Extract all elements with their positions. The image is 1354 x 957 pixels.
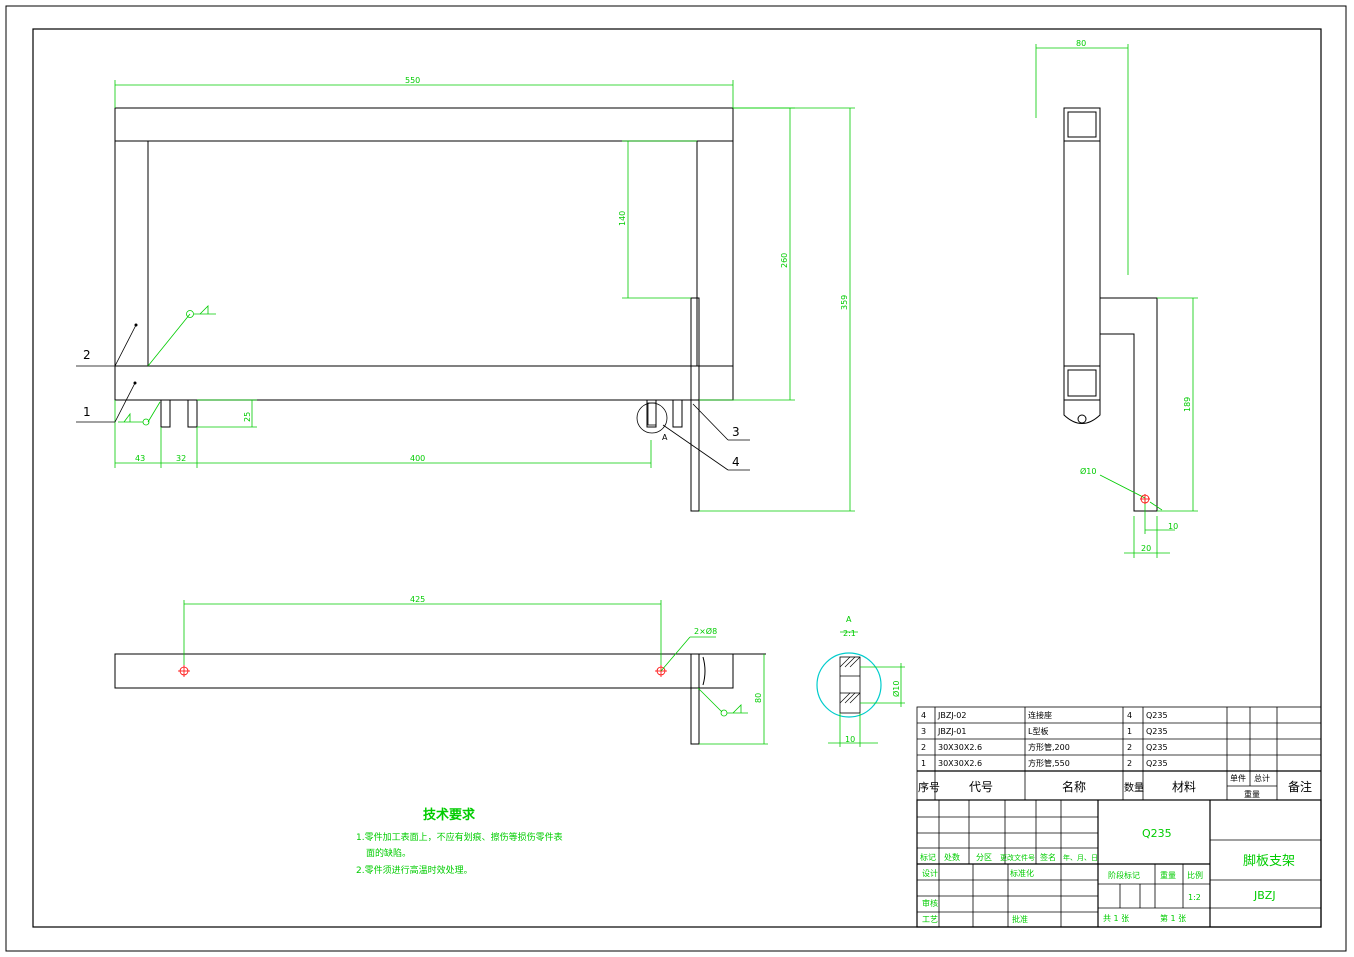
notes-line-1b: 面的缺陷。 — [366, 847, 411, 859]
material-text: Q235 — [1142, 827, 1172, 840]
sheet-number: 第 1 张 — [1160, 913, 1186, 923]
dim-140: 140 — [618, 211, 627, 226]
dim-80: 80 — [1076, 39, 1086, 48]
dim-550: 550 — [405, 76, 420, 85]
parts-row-name: L型板 — [1028, 726, 1048, 736]
header-name: 名称 — [1062, 779, 1086, 794]
label-standard: 标准化 — [1010, 868, 1034, 878]
header-material: 材料 — [1172, 780, 1196, 794]
dim-43: 43 — [135, 454, 145, 463]
parts-row-name: 方形管,200 — [1028, 742, 1070, 752]
drawing-code: JBZJ — [1253, 889, 1276, 902]
notes-title: 技术要求 — [423, 807, 476, 823]
dim-20: 20 — [1141, 544, 1151, 553]
title-block — [916, 799, 1322, 928]
detail-dim-10: 10 — [845, 735, 855, 744]
header-unit: 单件 — [1230, 773, 1246, 783]
detail-marker-label: A — [662, 433, 668, 442]
parts-row-code: 30X30X2.6 — [938, 759, 982, 768]
label-design: 设计 — [922, 868, 938, 878]
front-view — [114, 107, 734, 512]
notes-line-1: 1.零件加工表面上，不应有划痕、擦伤等损伤零件表 — [356, 831, 563, 843]
header-total: 总计 — [1254, 773, 1270, 783]
parts-row-code: JBZJ-01 — [937, 727, 966, 736]
parts-row-qty: 2 — [1127, 743, 1132, 752]
parts-row-name: 方形管,550 — [1028, 758, 1070, 768]
label-change-doc: 更改文件号 — [1000, 853, 1035, 862]
header-qty: 数量 — [1124, 781, 1144, 794]
parts-row-qty: 4 — [1127, 711, 1132, 720]
label-date: 年、月、日 — [1063, 853, 1098, 862]
parts-row-seq: 4 — [921, 711, 926, 720]
weld-symbol-icon — [118, 305, 216, 426]
dim-425: 425 — [410, 595, 425, 604]
label-zone: 分区 — [976, 853, 992, 862]
label-mark: 标记 — [920, 852, 936, 862]
parts-row-seq: 1 — [921, 759, 926, 768]
notes-line-2: 2.零件须进行高温时效处理。 — [356, 864, 473, 876]
dim-holes: 2×Ø8 — [694, 626, 717, 636]
detail-marker-circle — [636, 402, 668, 434]
label-scale: 比例 — [1187, 870, 1203, 880]
detail-view — [816, 631, 905, 747]
part-number-4: 4 — [732, 455, 740, 469]
dim-260: 260 — [780, 253, 789, 268]
label-stage: 阶段标记 — [1108, 870, 1140, 880]
dim-189: 189 — [1183, 397, 1192, 412]
parts-row-seq: 2 — [921, 743, 926, 752]
label-review: 审核 — [922, 898, 938, 908]
parts-row-qty: 2 — [1127, 759, 1132, 768]
parts-row-material: Q235 — [1146, 711, 1168, 720]
dim-10: 10 — [1168, 522, 1178, 531]
parts-row-code: JBZJ-02 — [937, 711, 966, 720]
parts-row-seq: 3 — [921, 727, 926, 736]
header-code: 代号 — [969, 780, 993, 794]
part-number-1: 1 — [83, 405, 91, 419]
header-weight: 重量 — [1244, 789, 1260, 799]
header-seq: 序号 — [918, 780, 940, 794]
label-sign: 签名 — [1040, 852, 1056, 862]
outer-border — [5, 5, 1347, 952]
top-view — [114, 653, 766, 745]
part-leaders — [76, 324, 750, 471]
parts-row-name: 连接座 — [1028, 710, 1052, 720]
side-dimensions — [1035, 44, 1198, 558]
dim-80-top: 80 — [754, 693, 763, 703]
parts-row-material: Q235 — [1146, 727, 1168, 736]
parts-row-material: Q235 — [1146, 743, 1168, 752]
part-number-2: 2 — [83, 348, 91, 362]
parts-row-code: 30X30X2.6 — [938, 743, 982, 752]
label-count: 处数 — [944, 852, 960, 862]
part-number-3: 3 — [732, 425, 740, 439]
total-sheets: 共 1 张 — [1103, 914, 1129, 923]
top-dimensions — [183, 600, 768, 745]
dim-d10: Ø10 — [1080, 466, 1096, 476]
dim-400: 400 — [410, 454, 425, 463]
detail-label: A — [846, 615, 852, 624]
detail-scale: 2:1 — [843, 629, 856, 638]
drawing-name: 脚板支架 — [1243, 853, 1295, 869]
front-dimensions — [114, 80, 855, 512]
side-view — [1063, 107, 1158, 512]
dim-25: 25 — [243, 412, 252, 422]
detail-dim-d10: Ø10 — [891, 681, 901, 697]
header-remark: 备注 — [1288, 779, 1312, 794]
dim-32: 32 — [176, 454, 186, 463]
inner-border — [32, 28, 1322, 928]
top-hole-centers — [178, 665, 667, 677]
label-process: 工艺 — [922, 915, 938, 924]
parts-row-material: Q235 — [1146, 759, 1168, 768]
scale-value: 1:2 — [1188, 893, 1201, 902]
label-approve: 批准 — [1012, 914, 1028, 924]
dim-359: 359 — [840, 295, 849, 310]
side-hole-center — [1140, 494, 1150, 504]
label-weight: 重量 — [1160, 870, 1176, 880]
parts-row-qty: 1 — [1127, 727, 1132, 736]
